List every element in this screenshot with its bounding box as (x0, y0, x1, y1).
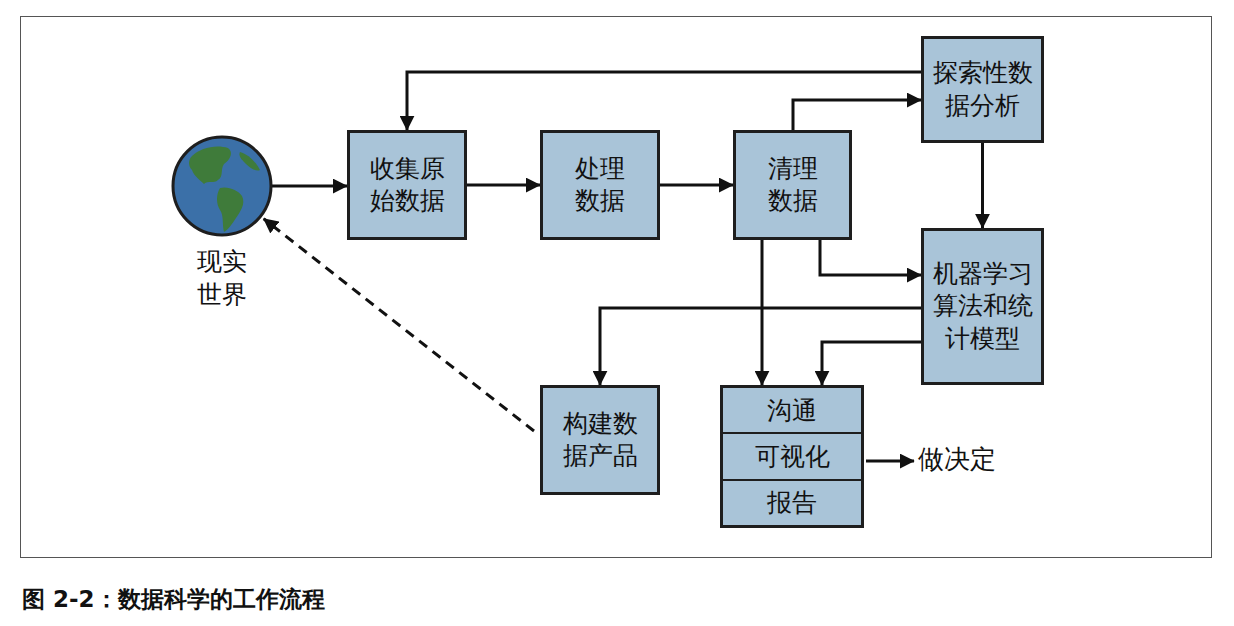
world-globe: 现实世界 (170, 134, 274, 238)
feedback-arrow (264, 219, 534, 431)
output-row: 报告 (723, 479, 861, 525)
process-box: 构建数据产品 (540, 385, 660, 495)
figure-frame (21, 17, 1212, 558)
output-row: 可视化 (723, 432, 861, 478)
node-label: 现实世界 (195, 246, 250, 311)
box-label: 探索性数据分析 (929, 57, 1035, 122)
flow-arrow (820, 240, 921, 275)
continent (189, 146, 231, 184)
continent (239, 152, 260, 171)
flow-arrow (761, 240, 764, 385)
figure-caption: 图 2-2：数据科学的工作流程 (22, 584, 325, 615)
box-label: 收集原始数据 (366, 153, 447, 218)
outcome-label: 做决定 (918, 443, 996, 477)
output-box: 沟通可视化报告 (720, 385, 864, 528)
flow-arrow (793, 100, 921, 130)
process-box: 探索性数据分析 (921, 36, 1044, 143)
flow-arrow (660, 184, 733, 187)
flow-arrow (600, 308, 921, 385)
continent (217, 187, 243, 232)
box-label: 构建数据产品 (559, 408, 640, 473)
box-label: 清理数据 (764, 153, 820, 218)
flow-arrow (822, 342, 921, 385)
process-box: 机器学习算法和统计模型 (921, 228, 1044, 385)
process-box: 清理数据 (733, 130, 852, 240)
process-box: 收集原始数据 (347, 130, 467, 240)
globe-icon (170, 134, 274, 238)
globe-circle (173, 137, 271, 235)
box-label: 机器学习算法和统计模型 (929, 258, 1035, 356)
flow-arrow (407, 72, 921, 130)
flow-arrow (271, 185, 347, 188)
output-row: 沟通 (723, 388, 861, 432)
decision-arrow (866, 460, 914, 463)
process-box: 处理数据 (540, 130, 660, 240)
flow-arrow (467, 184, 540, 187)
flow-arrow (981, 143, 984, 228)
connector-layer (264, 72, 983, 431)
box-label: 处理数据 (572, 153, 628, 218)
